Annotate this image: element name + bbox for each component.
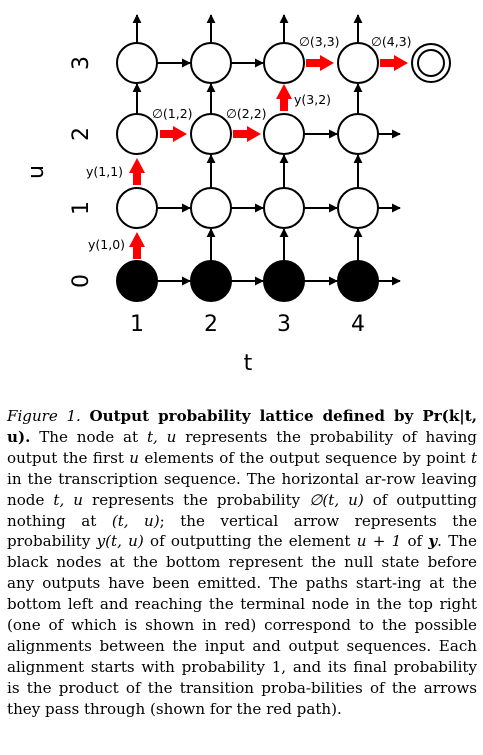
edge-label-y32: y(3,2)	[294, 92, 331, 107]
x-axis-label: t	[244, 351, 253, 376]
caption-text: ; the vertical arrow represents the prob…	[7, 511, 477, 551]
figure-caption: Figure 1. Output probability lattice def…	[7, 406, 477, 720]
red-arrow-n33	[306, 55, 334, 71]
caption-text: of	[407, 532, 423, 551]
red-arrow-y10	[129, 232, 145, 259]
lattice-node-4-3	[337, 42, 379, 84]
y-tick-0: 0	[69, 274, 94, 288]
caption-text: represents the probability	[91, 490, 301, 509]
lattice-node-1-3	[116, 42, 158, 84]
caption-math: t, u	[53, 490, 83, 509]
lattice-nodes	[116, 42, 379, 302]
lattice-edges	[132, 14, 401, 286]
caption-math: t	[470, 448, 478, 467]
terminal-node	[411, 43, 451, 83]
x-tick-3: 3	[277, 312, 291, 337]
null-node-2-0	[190, 260, 232, 302]
caption-math: y(t, u)	[96, 532, 144, 551]
null-node-1-0	[116, 260, 158, 302]
x-tick-2: 2	[204, 312, 218, 337]
caption-title: Output probability lattice defined by Pr…	[7, 407, 477, 446]
lattice-node-1-2	[116, 113, 158, 155]
caption-math: u + 1	[356, 532, 402, 551]
lattice-node-4-2	[337, 113, 379, 155]
lattice-node-1-1	[116, 187, 158, 229]
lattice-node-2-2	[190, 113, 232, 155]
edge-label-y11: y(1,1)	[86, 164, 123, 179]
caption-title-text: Output probability lattice defined by	[89, 407, 414, 425]
lattice-node-2-3	[190, 42, 232, 84]
caption-math: (t, u)	[111, 511, 160, 530]
caption-title-math: Pr(k|t, u).	[7, 407, 477, 446]
y-tick-1: 1	[69, 201, 94, 215]
red-arrow-y32	[276, 84, 292, 111]
lattice-node-3-3	[263, 42, 305, 84]
lattice-node-4-1	[337, 187, 379, 229]
caption-text: represents the probability of having out…	[7, 427, 477, 467]
y-axis-label: u	[24, 165, 49, 179]
caption-text: elements of the output sequence by point	[144, 448, 466, 467]
caption-math-bold-y: y	[428, 532, 438, 551]
lattice-node-3-2	[263, 113, 305, 155]
edge-label-n33: ∅(3,3)	[299, 34, 340, 49]
caption-text: The node at	[39, 427, 139, 446]
lattice-figure: y(1,0) y(1,1) ∅(1,2) ∅(2,2) y(3,2) ∅(3,3…	[24, 14, 451, 376]
red-arrow-n43	[380, 55, 408, 71]
null-node-3-0	[263, 260, 305, 302]
edge-label-n43: ∅(4,3)	[371, 34, 412, 49]
edge-label-n12: ∅(1,2)	[152, 106, 193, 121]
null-node-4-0	[337, 260, 379, 302]
red-arrow-y11	[129, 158, 145, 185]
caption-text: . The black nodes at the bottom represen…	[7, 532, 477, 718]
y-tick-2: 2	[69, 127, 94, 141]
caption-text: in the transcription sequence. The horiz…	[7, 469, 477, 509]
caption-math: u	[129, 448, 140, 467]
red-arrow-n22	[233, 126, 261, 142]
edge-label-n22: ∅(2,2)	[226, 106, 267, 121]
red-alignment-path	[129, 55, 408, 259]
caption-math: ∅(t, u)	[309, 490, 364, 509]
x-tick-4: 4	[351, 312, 365, 337]
caption-text: of outputting nothing at	[7, 490, 477, 530]
red-arrow-n12	[160, 126, 187, 142]
edge-label-y10: y(1,0)	[88, 237, 125, 252]
x-tick-1: 1	[130, 312, 144, 337]
caption-math: t, u	[146, 427, 177, 446]
caption-text: of outputting the element	[150, 532, 351, 551]
lattice-node-2-1	[190, 187, 232, 229]
lattice-node-3-1	[263, 187, 305, 229]
caption-label: Figure 1.	[7, 407, 81, 425]
y-tick-3: 3	[69, 56, 94, 70]
